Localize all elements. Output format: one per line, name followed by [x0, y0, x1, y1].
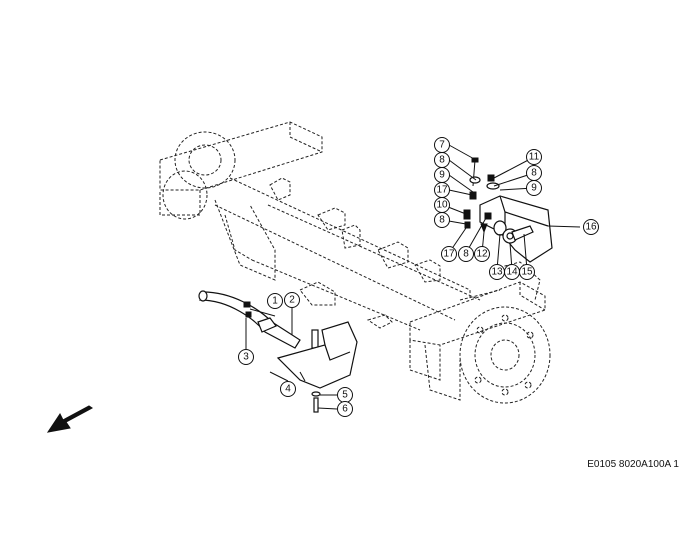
svg-text:12: 12 — [476, 249, 488, 260]
svg-text:13: 13 — [491, 267, 503, 278]
callout-13: 13 — [489, 264, 505, 280]
callout-10: 10 — [434, 197, 450, 213]
svg-text:1: 1 — [272, 296, 278, 307]
callout-2: 2 — [284, 292, 300, 308]
callout-8: 8 — [458, 246, 474, 262]
axle-frame-ghost-outline — [159, 121, 551, 404]
callout-1: 1 — [267, 293, 283, 309]
callout-9: 9 — [434, 167, 450, 183]
callout-8: 8 — [526, 165, 542, 181]
svg-text:8: 8 — [463, 249, 469, 260]
callout-17: 17 — [434, 182, 450, 198]
callout-3: 3 — [238, 349, 254, 365]
callout-17: 17 — [441, 246, 457, 262]
callout-5: 5 — [337, 387, 353, 403]
callout-16: 16 — [583, 219, 599, 235]
svg-text:5: 5 — [342, 390, 348, 401]
svg-text:2: 2 — [289, 295, 295, 306]
callout-6: 6 — [337, 401, 353, 417]
svg-text:8: 8 — [439, 215, 445, 226]
svg-text:16: 16 — [585, 222, 597, 233]
svg-text:8: 8 — [439, 155, 445, 166]
callout-9: 9 — [526, 180, 542, 196]
svg-text:17: 17 — [436, 185, 448, 196]
svg-text:9: 9 — [439, 170, 445, 181]
guard-hardware — [463, 157, 534, 244]
svg-text:14: 14 — [506, 267, 518, 278]
svg-text:9: 9 — [531, 183, 537, 194]
svg-text:8: 8 — [531, 168, 537, 179]
arrow-icon — [46, 405, 93, 433]
guard-plate-part — [479, 195, 553, 263]
svg-text:17: 17 — [443, 249, 455, 260]
clamp-hardware — [243, 301, 319, 349]
svg-text:3: 3 — [243, 352, 249, 363]
callout-8: 8 — [434, 212, 450, 228]
callout-8: 8 — [434, 152, 450, 168]
shield-plate-part — [276, 321, 358, 389]
callout-7: 7 — [434, 137, 450, 153]
drawing-reference-code: E0105 8020A100A 1 — [587, 459, 679, 470]
shield-bolt — [311, 391, 321, 413]
svg-text:4: 4 — [285, 384, 291, 395]
callout-15: 15 — [519, 264, 535, 280]
callout-12: 12 — [474, 246, 490, 262]
tube-part — [198, 290, 301, 349]
callout-4: 4 — [280, 381, 296, 397]
leader-lines — [245, 144, 581, 410]
svg-text:6: 6 — [342, 404, 348, 415]
svg-text:7: 7 — [439, 140, 445, 151]
svg-text:15: 15 — [521, 267, 533, 278]
callout-11: 11 — [526, 149, 542, 165]
svg-text:11: 11 — [529, 152, 540, 163]
svg-text:10: 10 — [436, 200, 448, 211]
callout-14: 14 — [504, 264, 520, 280]
